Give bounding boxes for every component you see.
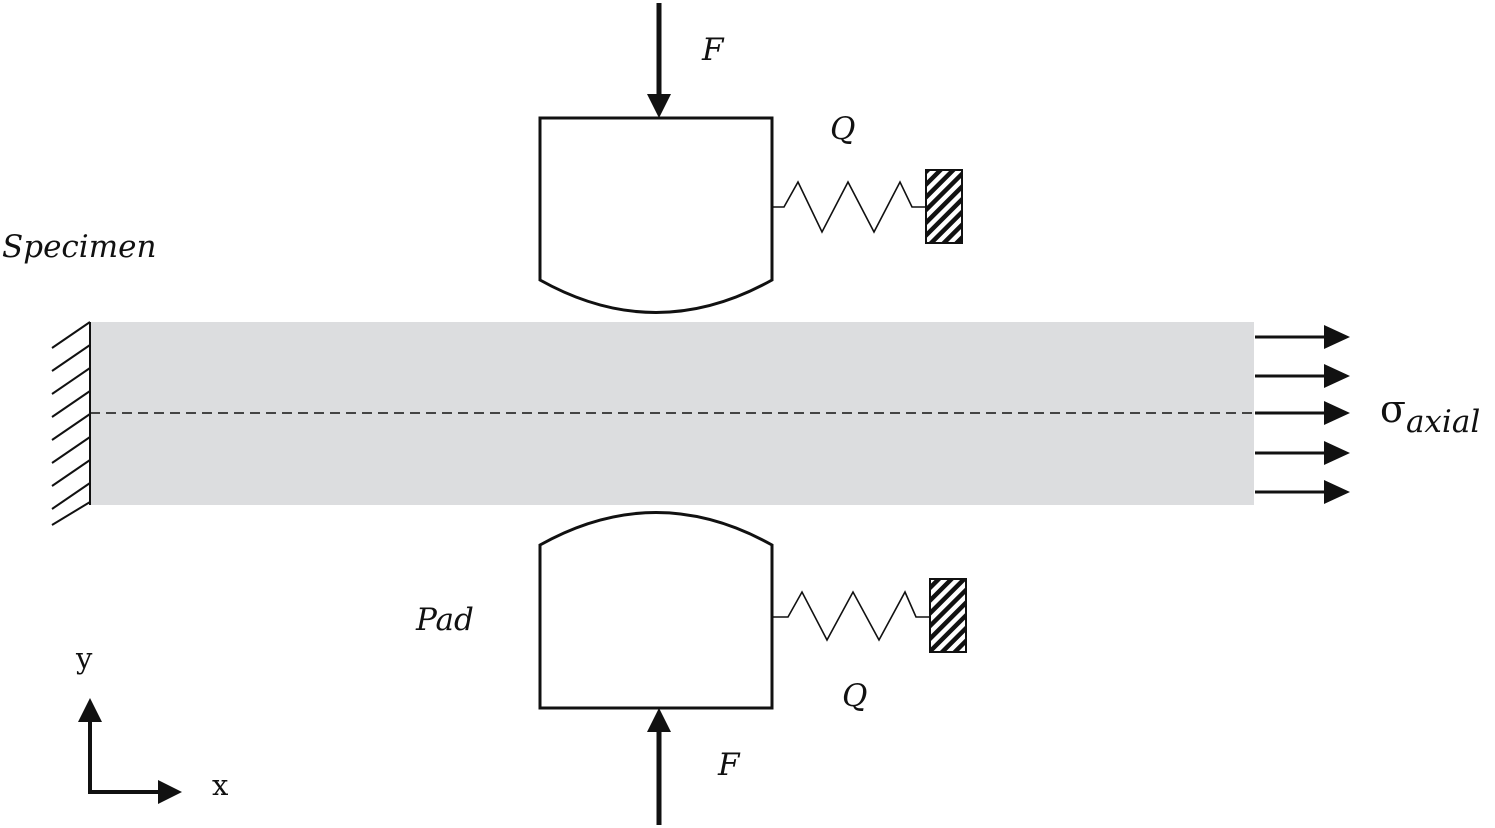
pad-label: Pad bbox=[415, 602, 474, 638]
spring-bottom bbox=[772, 578, 967, 653]
spring-anchor-top bbox=[925, 169, 963, 244]
spring-label-top: Q bbox=[830, 111, 855, 147]
axis-y-label: y bbox=[75, 641, 93, 675]
stress-subscript: axial bbox=[1406, 404, 1480, 440]
stress-symbol: σ bbox=[1380, 387, 1406, 431]
bottom-pad bbox=[538, 511, 774, 710]
force-arrow-bottom bbox=[647, 708, 671, 825]
force-label-top: F bbox=[701, 32, 725, 68]
spring-anchor-bottom bbox=[929, 578, 967, 653]
specimen-label: Specimen bbox=[2, 229, 156, 265]
fixed-support bbox=[51, 321, 91, 526]
force-arrow-top bbox=[647, 3, 671, 118]
axis-x-label: x bbox=[212, 768, 228, 802]
coordinate-axes bbox=[78, 698, 182, 804]
spring-label-bottom: Q bbox=[842, 678, 867, 714]
spring-top bbox=[772, 169, 963, 244]
top-pad bbox=[538, 116, 774, 314]
force-label-bottom: F bbox=[717, 747, 741, 783]
axial-stress-arrows bbox=[1255, 325, 1350, 504]
axial-stress-label: σaxial bbox=[1380, 387, 1480, 440]
